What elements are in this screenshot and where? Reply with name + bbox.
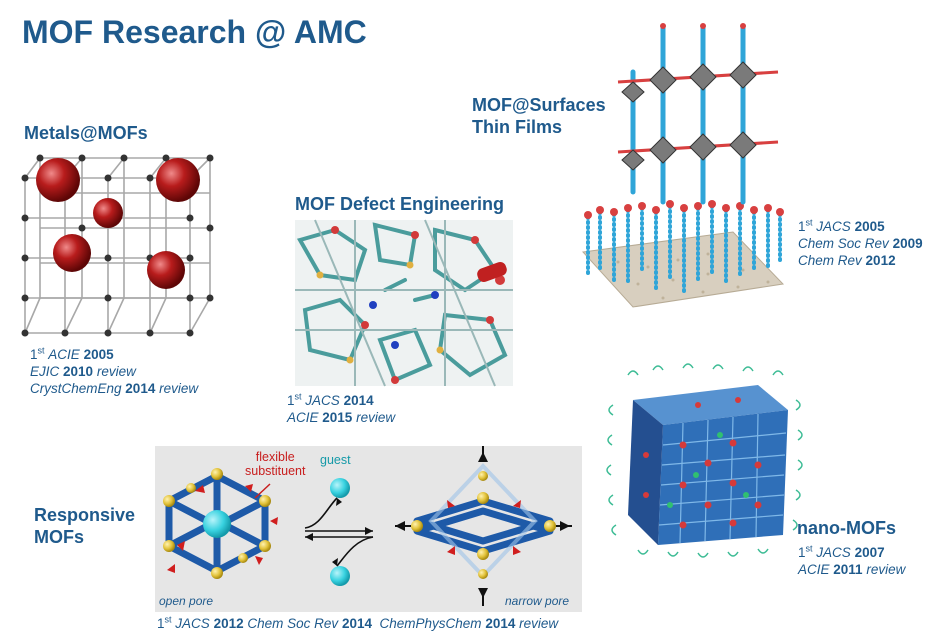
flexible-label: flexible xyxy=(255,450,295,464)
responsive-ref-2: Chem Soc Rev 2014 xyxy=(247,616,372,631)
responsive-ref-1: 1st JACS 2012 xyxy=(157,614,244,631)
open-pore-label: open pore xyxy=(159,594,214,608)
nano-ref-1: 1st JACS 2007 xyxy=(798,543,885,560)
flexible-substituent-label: flexible substituent xyxy=(245,450,305,478)
surface-thin-film-illustration xyxy=(581,23,785,308)
surfaces-ref-2: Chem Soc Rev 2009 xyxy=(798,236,923,251)
surfaces-ref-3: Chem Rev 2012 xyxy=(798,253,896,268)
surfaces-ref-1: 1st JACS 2005 xyxy=(798,217,885,234)
narrow-pore-label: narrow pore xyxy=(505,594,570,608)
nano-ref-2: ACIE 2011 review xyxy=(798,562,906,577)
nano-refs: 1st JACS 2007 ACIE 2011 review xyxy=(798,544,905,578)
defect-ref-1: 1st JACS 2014 xyxy=(287,391,374,408)
responsive-refs: 1st JACS 2012 Chem Soc Rev 2014 ChemPhys… xyxy=(157,615,558,632)
responsive-mof-illustration xyxy=(163,446,572,606)
defect-ref-2: ACIE 2015 review xyxy=(287,410,396,425)
metals-ref-3: CrystChemEng 2014 review xyxy=(30,381,199,396)
metals-in-mof-illustration xyxy=(21,154,214,337)
surfaces-heading-line-1: MOF@Surfaces xyxy=(472,95,606,115)
metals-ref-1: 1st ACIE 2005 xyxy=(30,345,114,362)
metals-ref-2: EJIC 2010 review xyxy=(30,364,136,379)
nano-heading: nano-MOFs xyxy=(797,518,896,538)
guest-label: guest xyxy=(320,453,351,467)
responsive-mof-panel: flexible substituent guest open pore nar… xyxy=(155,446,582,612)
nano-mof-illustration xyxy=(606,363,803,558)
responsive-heading-line-2: MOFs xyxy=(34,527,85,547)
surfaces-refs: 1st JACS 2005 Chem Soc Rev 2009 Chem Rev… xyxy=(798,218,923,269)
metals-refs: 1st ACIE 2005 EJIC 2010 review CrystChem… xyxy=(30,346,198,397)
page-title: MOF Research @ AMC xyxy=(22,14,367,50)
responsive-ref-3: ChemPhysChem 2014 review xyxy=(379,616,559,631)
surfaces-heading-line-2: Thin Films xyxy=(472,117,562,137)
surfaces-heading: MOF@Surfaces Thin Films xyxy=(472,94,606,138)
defect-refs: 1st JACS 2014 ACIE 2015 review xyxy=(287,392,395,426)
responsive-heading-line-1: Responsive xyxy=(34,505,136,525)
substituent-label: substituent xyxy=(245,464,306,478)
defect-heading: MOF Defect Engineering xyxy=(295,194,505,214)
defect-engineering-illustration xyxy=(295,219,513,387)
responsive-heading: Responsive MOFs xyxy=(34,504,135,548)
metals-heading: Metals@MOFs xyxy=(24,123,148,143)
